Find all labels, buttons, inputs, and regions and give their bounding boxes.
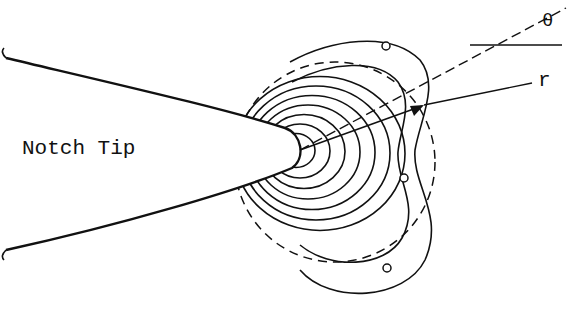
outer-contour [292, 65, 409, 262]
radial-line [300, 8, 566, 150]
break-mark [2, 48, 6, 260]
notch-outline [6, 58, 300, 250]
reference-line [470, 44, 562, 45]
radius-label: r [538, 70, 551, 91]
point-marker [383, 264, 391, 272]
notch-label: Notch Tip [22, 138, 135, 159]
outer-contour [290, 41, 431, 293]
angle-label: θ [542, 12, 553, 31]
r-vector [300, 106, 422, 150]
point-marker [382, 42, 390, 50]
point-marker [400, 174, 408, 182]
leader-line [424, 83, 532, 105]
arrowhead [410, 105, 424, 116]
notch-fill [0, 60, 300, 248]
